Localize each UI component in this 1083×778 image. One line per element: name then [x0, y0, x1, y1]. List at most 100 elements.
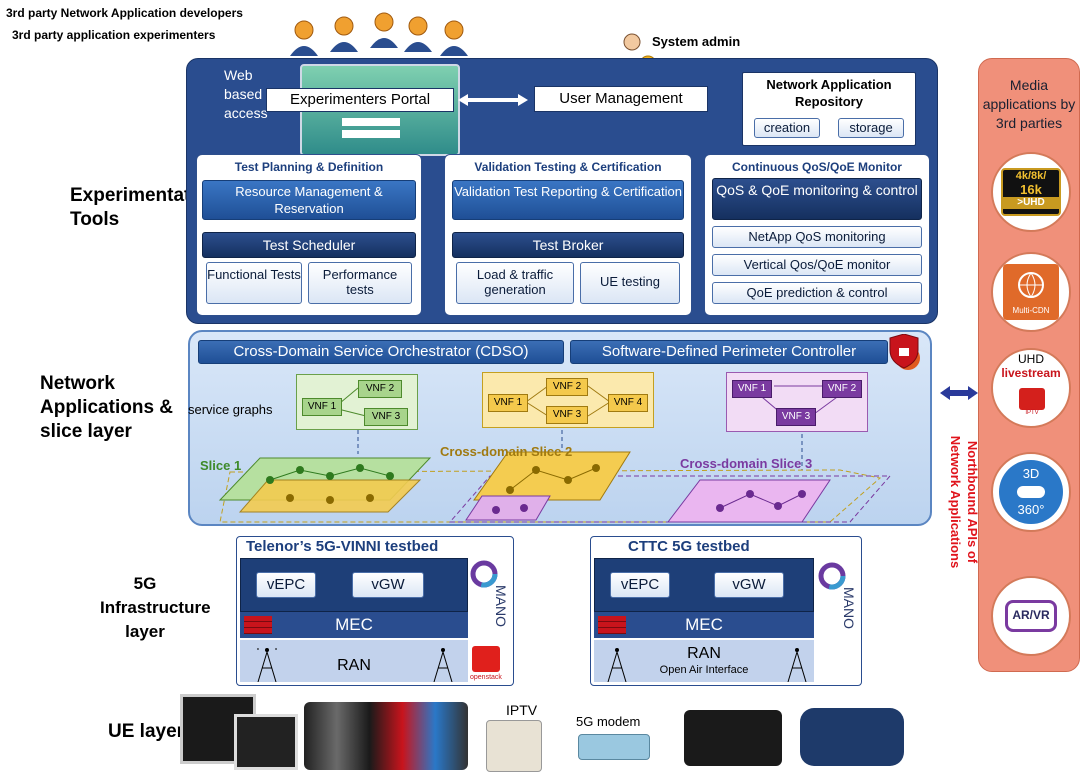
360-label: 360° — [1017, 502, 1045, 517]
actors-line-2: 3rd party application experimenters — [12, 28, 216, 42]
multicdn-label: Multi-CDN — [1012, 306, 1050, 315]
telenor-vgw[interactable]: vGW — [352, 572, 424, 598]
cttc-mano-label: MANO — [841, 587, 857, 629]
sdp-controller-box[interactable]: Software-Defined Perimeter Controller — [570, 340, 888, 364]
tv-icon — [1019, 388, 1045, 410]
telenor-antenna-right-icon — [433, 648, 453, 682]
slice2-label: Cross-domain Slice 2 — [440, 444, 573, 459]
iptv-router-icon — [486, 720, 542, 772]
ar-vr-icon — [1005, 600, 1057, 632]
user-management-box[interactable]: User Management — [534, 86, 708, 112]
cttc-ran-sub: Open Air Interface — [659, 664, 749, 676]
purple-vnf-3[interactable]: VNF 3 — [776, 408, 816, 426]
livestream-button[interactable]: UHD livestream IPTV — [991, 348, 1071, 428]
repository-storage[interactable]: storage — [838, 118, 904, 138]
cttc-title: CTTC 5G testbed — [628, 538, 750, 555]
uhd-label: UHD — [1018, 352, 1044, 366]
experimenters-portal-box[interactable]: Experimenters Portal — [266, 88, 454, 112]
purple-vnf-1[interactable]: VNF 1 — [732, 380, 772, 398]
validation-reporting[interactable]: Validation Test Reporting & Certificatio… — [452, 180, 684, 220]
yellow-vnf-3[interactable]: VNF 3 — [546, 406, 588, 424]
validation-title: Validation Testing & Certification — [474, 160, 662, 174]
cttc-antenna-left-icon — [607, 648, 627, 682]
uhd-badge-button[interactable]: 4k/8k/ 16k >UHD — [991, 152, 1071, 232]
repository-creation[interactable]: creation — [754, 118, 820, 138]
qos-title: Continuous QoS/QoE Monitor — [732, 160, 902, 174]
green-vnf-3[interactable]: VNF 3 — [364, 408, 408, 426]
portal-password-field — [342, 130, 400, 138]
yellow-vnf-4[interactable]: VNF 4 — [608, 394, 648, 412]
telenor-mano-label: MANO — [493, 585, 509, 627]
slice3-label: Cross-domain Slice 3 — [680, 456, 813, 471]
ar-vr-label: AR/VR — [1012, 608, 1050, 622]
cdso-box[interactable]: Cross-Domain Service Orchestrator (CDSO) — [198, 340, 564, 364]
cttc-ran[interactable]: RAN — [594, 640, 814, 682]
ue-testing[interactable]: UE testing — [580, 262, 680, 304]
resource-management[interactable]: Resource Management & Reservation — [202, 180, 416, 220]
security-shield-icon — [889, 334, 920, 370]
yellow-graph-links — [525, 385, 611, 417]
uhd-badge-icon: 4k/8k/ 16k >UHD — [1001, 168, 1061, 216]
globe-icon — [1018, 272, 1044, 298]
3d-label: 3D — [1022, 466, 1040, 481]
users-group-icon — [290, 12, 468, 56]
test-scheduler[interactable]: Test Scheduler — [202, 232, 416, 258]
test-broker[interactable]: Test Broker — [452, 232, 684, 258]
media-apps-title: Media applications by 3rd parties — [982, 77, 1076, 131]
layer-label-network-apps: Network Applications & slice layer — [40, 373, 174, 442]
modem-label: 5G modem — [576, 714, 641, 729]
telenor-mec-server-icon — [244, 616, 272, 634]
cttc-mec-server-icon — [598, 616, 626, 634]
monitor-device-2-icon — [234, 714, 298, 770]
vertical-qos-monitor[interactable]: Vertical Qos/QoE monitor — [712, 254, 922, 276]
iptv-label: IPTV — [506, 702, 538, 718]
northbound-arrow-icon — [940, 386, 978, 400]
northbound-label: Northbound APIs of Network Applications — [948, 435, 980, 569]
bidirectional-arrow-icon — [458, 94, 528, 106]
green-vnf-1[interactable]: VNF 1 — [302, 398, 342, 416]
cttc-mano-logo-icon — [818, 562, 846, 590]
load-traffic-generation[interactable]: Load & traffic generation — [456, 262, 574, 304]
multicdn-button[interactable]: Multi-CDN — [991, 252, 1071, 332]
qos-monitoring-control[interactable]: QoS & QoE monitoring & control — [712, 178, 922, 220]
uhd-badge-mid: 16k — [1020, 182, 1042, 197]
iptv-small-label: IPTV — [1025, 410, 1039, 416]
telenor-mec[interactable]: MEC — [240, 612, 468, 638]
performance-tests[interactable]: Performance tests — [308, 262, 412, 304]
telenor-title: Telenor’s 5G-VINNI testbed — [246, 538, 439, 555]
netapp-qos-monitoring[interactable]: NetApp QoS monitoring — [712, 226, 922, 248]
qoe-prediction-control[interactable]: QoE prediction & control — [712, 282, 922, 304]
cttc-antenna-right-icon — [787, 648, 807, 682]
layer-label-experimentation: Experimentation Tools — [70, 185, 219, 230]
gamepad-icon — [1017, 486, 1045, 498]
yellow-vnf-2[interactable]: VNF 2 — [546, 378, 588, 396]
layer-label-infra: 5G Infrastructure layer — [100, 574, 211, 641]
layer-label-ue: UE layer — [108, 721, 185, 742]
cttc-vepc[interactable]: vEPC — [610, 572, 670, 598]
repository-title: Network Application Repository — [766, 77, 892, 109]
5g-modem-icon — [578, 734, 650, 760]
portal-login-field — [342, 118, 400, 126]
cttc-vgw[interactable]: vGW — [714, 572, 784, 598]
service-graphs-label: service graphs — [188, 402, 273, 417]
system-admin-label: System admin — [652, 34, 741, 49]
green-vnf-2[interactable]: VNF 2 — [358, 380, 402, 398]
functional-tests[interactable]: Functional Tests — [206, 262, 302, 304]
3d-360-button[interactable]: 3D 360° — [991, 452, 1071, 532]
yellow-vnf-1[interactable]: VNF 1 — [488, 394, 528, 412]
openstack-label: openstack — [470, 674, 502, 681]
cttc-mec[interactable]: MEC — [594, 612, 814, 638]
openstack-logo-icon — [472, 646, 500, 672]
telenor-ran[interactable]: RAN — [240, 640, 468, 682]
telenor-vepc[interactable]: vEPC — [256, 572, 316, 598]
purple-vnf-2[interactable]: VNF 2 — [822, 380, 862, 398]
camera-device-icon — [684, 710, 782, 766]
uhd-badge-bot: >UHD — [1003, 197, 1059, 209]
web-access-label: Web based access — [224, 67, 268, 121]
actors-line-1: 3rd party Network Application developers — [6, 6, 243, 20]
uhd-badge-top: 4k/8k/ — [1015, 170, 1047, 182]
telenor-mano-logo-icon — [470, 560, 498, 588]
ar-vr-button[interactable]: AR/VR — [991, 576, 1071, 656]
telenor-antenna-left-icon — [257, 647, 277, 682]
smartphones-icon — [304, 702, 468, 770]
